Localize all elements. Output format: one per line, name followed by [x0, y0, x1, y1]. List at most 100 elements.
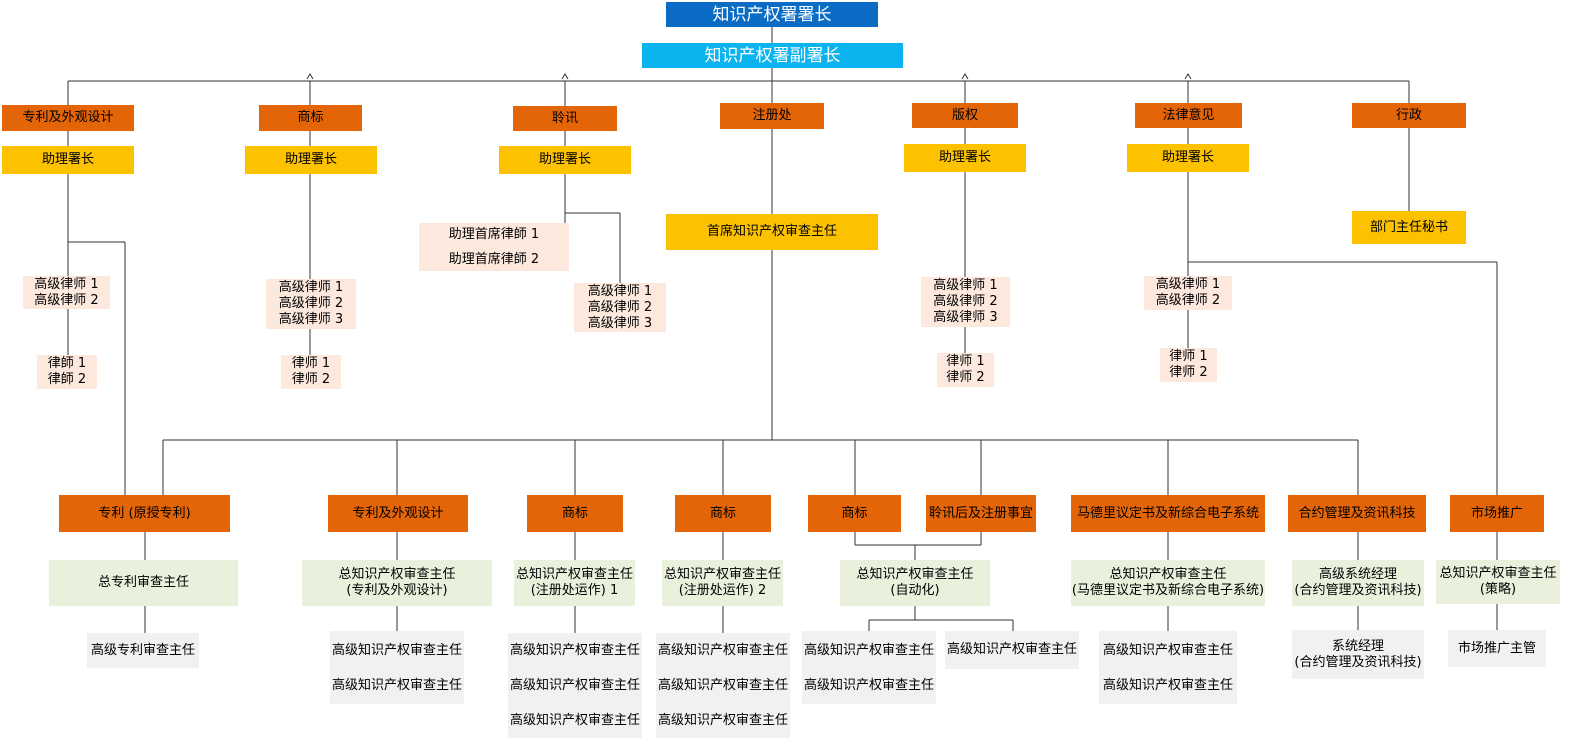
senior-lawyers-box: 高级律师 1 高级律师 2 高级律师 3 — [574, 283, 666, 332]
unit-staff-box: 高级知识产权审查主任 高级知识产权审查主任 — [802, 631, 936, 704]
unit-head-box: 商标 — [675, 495, 771, 532]
division-registry-box: 注册处 — [720, 103, 824, 129]
senior-lawyer-label: 高级律师 1 — [933, 278, 997, 294]
unit-head-label: 商标 — [710, 506, 736, 522]
director-box: 知识产权署署长 — [666, 2, 878, 27]
assistant-director-label: 助理署长 — [42, 152, 94, 168]
unit-chief-box: 总专利审查主任 — [49, 560, 238, 606]
senior-lawyers-box: 高级律师 1 高级律师 2 — [23, 276, 110, 309]
unit-head-box: 商标 — [527, 495, 623, 532]
deputy-director-box: 知识产权署副署长 — [642, 43, 903, 68]
unit-chief-box: 总知识产权审查主任 (注册处运作) 2 — [662, 560, 783, 606]
division-trademarks-box: 商标 — [259, 105, 362, 131]
assistant-director-box: 助理署长 — [904, 144, 1026, 172]
division-copyright-box: 版权 — [912, 103, 1018, 128]
unit-staff-box: 高级知识产权审查主任 高级知识产权审查主任 高级知识产权审查主任 — [508, 633, 642, 738]
unit-staff-label: 高级知识产权审查主任 — [332, 668, 462, 703]
unit-chief-sub-label: (专利及外观设计) — [346, 583, 447, 599]
unit-staff-label: 高级知识产权审查主任 — [658, 668, 788, 703]
unit-staff-label: 高级知识产权审查主任 — [510, 703, 640, 738]
department-secretary-label: 部门主任秘书 — [1370, 220, 1448, 236]
lawyer-label: 律师 1 — [1169, 349, 1207, 365]
chief-examiner-box: 首席知识产权审查主任 — [666, 214, 878, 250]
junction-arrow-icon — [1185, 74, 1191, 79]
unit-chief-box: 总知识产权审查主任 (策略) — [1436, 560, 1560, 604]
unit-chief-box: 总知识产权审查主任 (马德里议定书及新综合电子系统) — [1071, 560, 1265, 606]
unit-chief-label: 总知识产权审查主任 — [338, 567, 455, 583]
lawyer-label: 律师 2 — [946, 370, 984, 386]
lawyer-label: 律师 2 — [1169, 365, 1207, 381]
unit-staff-label: 高级知识产权审查主任 — [804, 633, 934, 668]
unit-chief-label: 高级系统经理 — [1319, 567, 1397, 583]
deputy-director-label: 知识产权署副署长 — [705, 48, 841, 64]
senior-lawyers-box: 高级律师 1 高级律师 2 高级律师 3 — [266, 279, 356, 329]
unit-chief-sub-label: (注册处运作) 1 — [531, 583, 619, 599]
unit-head-label: 商标 — [562, 506, 588, 522]
lawyer-label: 律師 1 — [48, 356, 86, 372]
unit-head-label: 合约管理及资讯科技 — [1298, 506, 1415, 522]
unit-staff-label: 市场推广主管 — [1458, 641, 1536, 657]
division-label: 聆讯 — [552, 111, 578, 127]
division-label: 商标 — [297, 110, 323, 126]
assistant-director-label: 助理署长 — [285, 152, 337, 168]
unit-chief-sub-label: (注册处运作) 2 — [679, 583, 767, 599]
unit-staff-label: 高级知识产权审查主任 — [804, 668, 934, 703]
assistant-director-box: 助理署长 — [1127, 144, 1249, 172]
division-label: 行政 — [1396, 108, 1422, 124]
assistant-director-box: 助理署长 — [499, 146, 631, 174]
unit-head-box: 合约管理及资讯科技 — [1288, 495, 1426, 532]
unit-staff-box: 市场推广主管 — [1448, 630, 1546, 667]
unit-staff-box: 高级知识产权审查主任 — [945, 631, 1079, 669]
unit-chief-label: 总知识产权审查主任 — [516, 567, 633, 583]
assistant-director-label: 助理署长 — [539, 152, 591, 168]
senior-lawyer-label: 高级律师 1 — [1156, 277, 1220, 293]
division-legal-box: 法律意见 — [1135, 103, 1242, 128]
unit-staff-label: 高级知识产权审查主任 — [1103, 668, 1233, 703]
unit-chief-sub-label: (策略) — [1480, 582, 1516, 598]
division-admin-box: 行政 — [1352, 103, 1466, 128]
unit-chief-label: 总知识产权审查主任 — [1109, 567, 1226, 583]
unit-head-label: 聆讯后及注册事宜 — [929, 506, 1033, 522]
unit-staff-label: 高级知识产权审查主任 — [658, 703, 788, 738]
assistant-chief-lawyer-label: 助理首席律師 1 — [449, 222, 539, 247]
unit-chief-box: 总知识产权审查主任 (专利及外观设计) — [302, 560, 492, 606]
unit-staff-label: 高级知识产权审查主任 — [1103, 633, 1233, 668]
unit-head-label: 专利及外观设计 — [352, 506, 443, 522]
unit-chief-label: 总知识产权审查主任 — [1439, 566, 1556, 582]
unit-staff-label: 高级知识产权审查主任 — [332, 633, 462, 668]
unit-chief-sub-label: (马德里议定书及新综合电子系统) — [1072, 583, 1264, 599]
unit-staff-box: 系统经理 (合约管理及资讯科技) — [1292, 630, 1424, 679]
unit-chief-sub-label: (自动化) — [890, 583, 939, 599]
department-secretary-box: 部门主任秘书 — [1352, 211, 1466, 244]
lawyers-box: 律师 1 律师 2 — [281, 355, 341, 389]
unit-staff-label: 高级知识产权审查主任 — [510, 668, 640, 703]
junction-arrow-icon — [962, 74, 968, 79]
unit-head-label: 专利 (原授专利) — [98, 506, 190, 522]
unit-chief-label: 总专利审查主任 — [98, 575, 189, 591]
junction-arrow-icon — [307, 74, 313, 79]
lawyer-label: 律师 2 — [292, 372, 330, 388]
assistant-director-box: 助理署长 — [245, 146, 377, 174]
senior-lawyer-label: 高级律师 3 — [588, 316, 652, 332]
assistant-director-label: 助理署长 — [1162, 150, 1214, 166]
unit-head-box: 专利 (原授专利) — [59, 495, 230, 532]
division-patents-box: 专利及外观设计 — [2, 105, 134, 131]
division-label: 专利及外观设计 — [22, 110, 113, 126]
lawyer-label: 律師 2 — [48, 372, 86, 388]
senior-lawyers-box: 高级律师 1 高级律师 2 — [1144, 276, 1232, 310]
unit-staff-label: 系统经理 — [1332, 639, 1384, 655]
assistant-chief-lawyer-label: 助理首席律師 2 — [449, 247, 539, 272]
unit-chief-box: 总知识产权审查主任 (自动化) — [840, 560, 990, 606]
unit-staff-label: 高级知识产权审查主任 — [658, 633, 788, 668]
unit-head-box: 专利及外观设计 — [328, 495, 468, 532]
division-label: 法律意见 — [1162, 108, 1214, 124]
senior-lawyer-label: 高级律师 3 — [933, 310, 997, 326]
unit-head-label: 市场推广 — [1471, 506, 1523, 522]
unit-chief-sub-label: (合约管理及资讯科技) — [1294, 583, 1421, 599]
senior-lawyer-label: 高级律师 2 — [279, 296, 343, 312]
senior-lawyer-label: 高级律师 2 — [588, 300, 652, 316]
unit-staff-label: 高级专利审查主任 — [91, 643, 195, 659]
senior-lawyer-label: 高级律师 2 — [933, 294, 997, 310]
lawyers-box: 律師 1 律師 2 — [37, 355, 97, 389]
